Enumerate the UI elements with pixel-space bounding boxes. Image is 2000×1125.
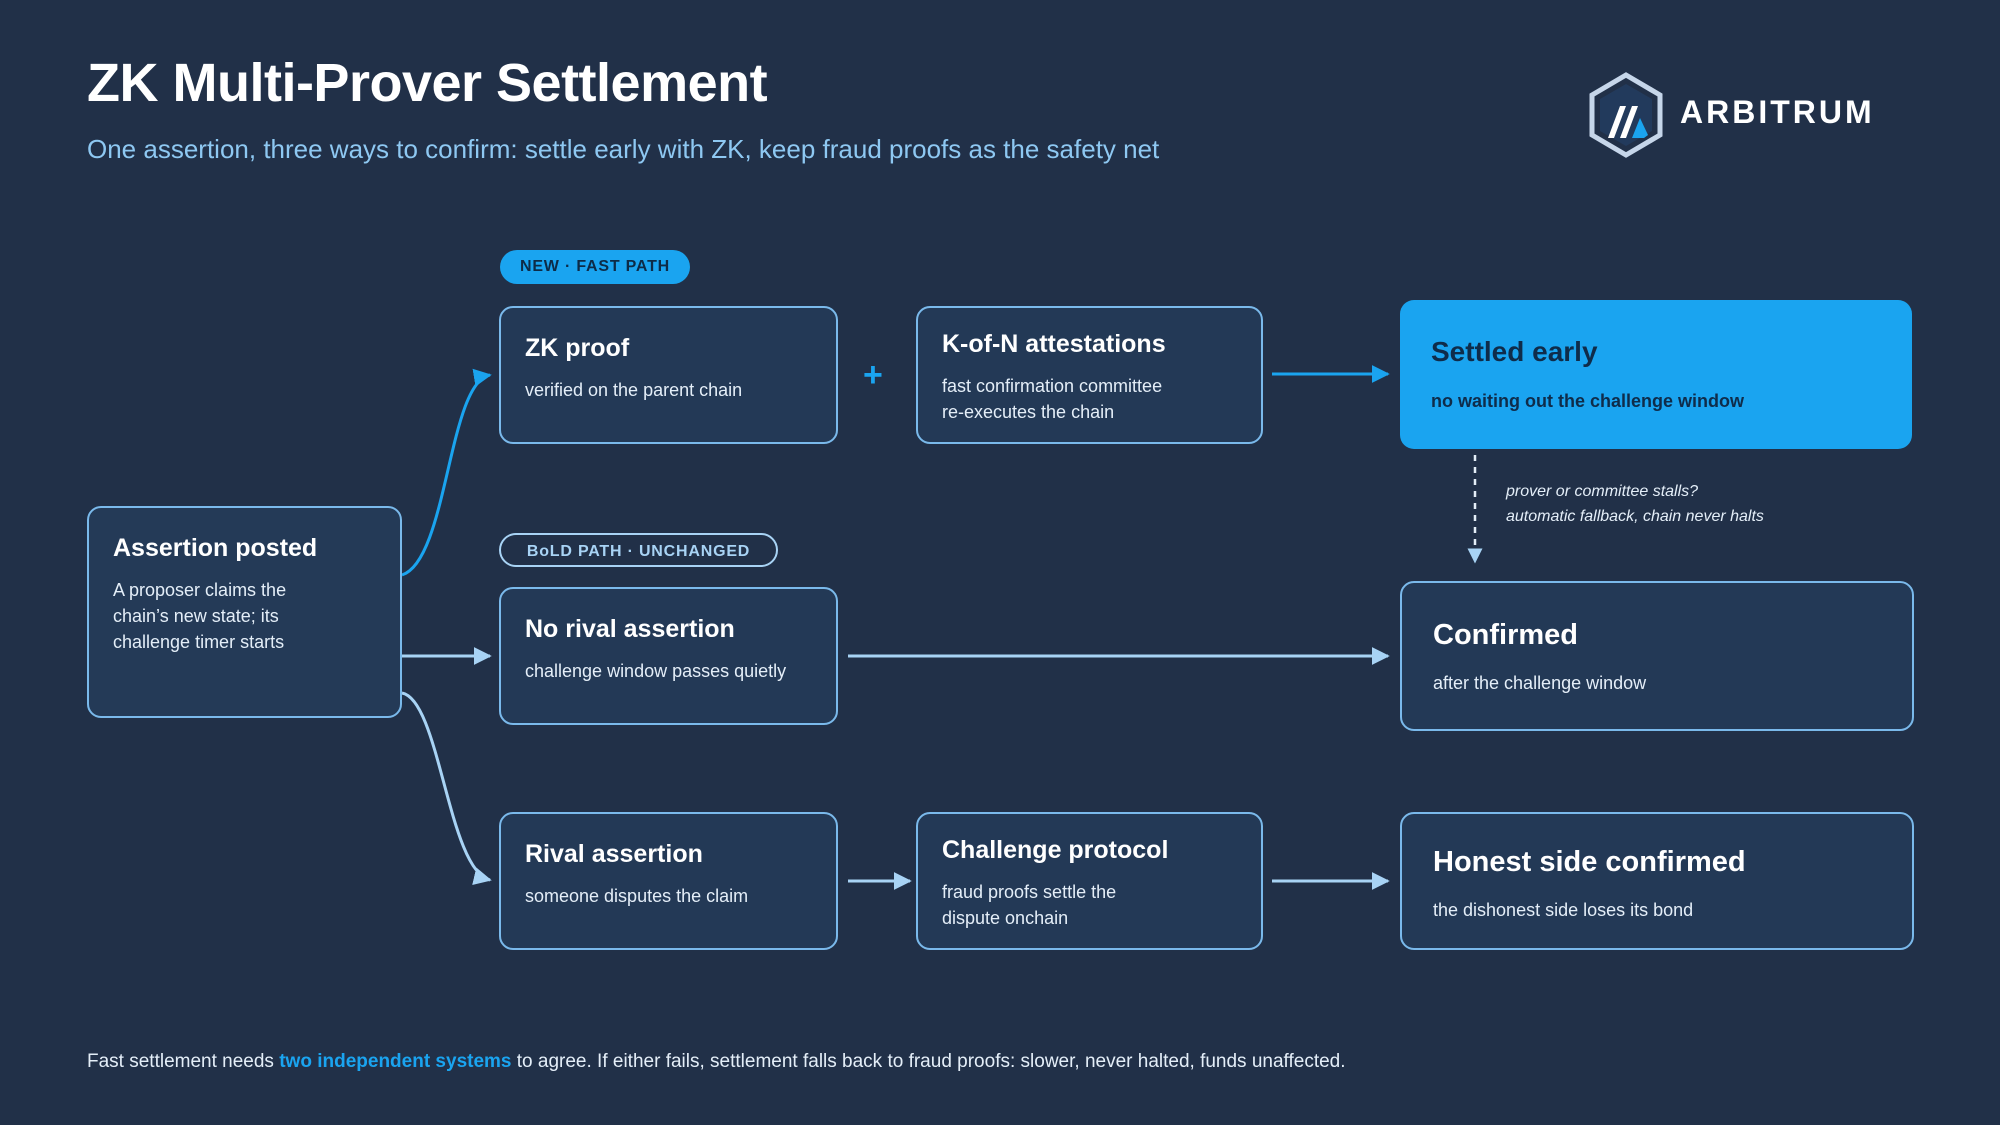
fallback-note: prover or committee stalls? automatic fa… [1506, 479, 1764, 529]
desc-line: someone disputes the claim [525, 886, 749, 906]
desc-line: no waiting out the challenge window [1431, 391, 1744, 411]
node-desc: someone disputes the claim [525, 883, 812, 909]
node-title: K-of-N attestations [942, 330, 1166, 358]
desc-line: chain’s new state; its [113, 606, 279, 626]
desc-line: the dishonest side loses its bond [1433, 900, 1694, 920]
bold-path-badge: BoLD PATH · UNCHANGED [499, 533, 778, 567]
node-desc: fraud proofs settle the dispute onchain [942, 879, 1237, 931]
connector-start-to-rival [401, 691, 492, 885]
arbitrum-logo: ARBITRUM [1588, 70, 1918, 160]
node-desc: the dishonest side loses its bond [1433, 897, 1881, 923]
desc-line: A proposer claims the [113, 580, 287, 600]
node-honest-side-confirmed: Honest side confirmed the dishonest side… [1400, 812, 1914, 950]
footer-text-end: to agree. If either fails, settlement fa… [511, 1051, 1346, 1072]
plus-icon: + [863, 356, 883, 394]
logo-wordmark: ARBITRUM [1680, 94, 1875, 130]
node-title: ZK proof [525, 334, 630, 362]
node-rival-assertion: Rival assertion someone disputes the cla… [499, 812, 838, 950]
node-zk-proof: ZK proof verified on the parent chain [499, 306, 838, 444]
node-desc: challenge window passes quietly [525, 658, 812, 684]
node-title: Challenge protocol [942, 836, 1169, 864]
node-assertion-posted: Assertion posted A proposer claims the c… [87, 506, 402, 718]
node-desc: A proposer claims the chain’s new state;… [113, 577, 376, 655]
node-confirmed: Confirmed after the challenge window [1400, 581, 1914, 731]
desc-line: challenge window passes quietly [525, 661, 787, 681]
node-title: Rival assertion [525, 840, 703, 868]
arbitrum-hexagon-icon [1589, 72, 1663, 158]
node-title: Settled early [1431, 336, 1598, 367]
node-settled-early: Settled early no waiting out the challen… [1400, 300, 1912, 449]
node-desc: after the challenge window [1433, 670, 1881, 696]
node-title: Assertion posted [113, 534, 318, 562]
desc-line: dispute onchain [942, 908, 1069, 928]
page-title: ZK Multi-Prover Settlement [87, 53, 768, 113]
fast-path-badge: NEW · FAST PATH [500, 250, 690, 284]
desc-line: after the challenge window [1433, 673, 1647, 693]
node-title: No rival assertion [525, 615, 735, 643]
footer-text-start: Fast settlement needs [87, 1051, 280, 1072]
desc-line: re-executes the chain [942, 402, 1115, 422]
footer-highlight: two independent systems [279, 1051, 512, 1072]
page-subtitle: One assertion, three ways to confirm: se… [87, 134, 1160, 164]
connector-start-to-zk [401, 368, 492, 577]
node-title: Honest side confirmed [1433, 846, 1746, 878]
desc-line: challenge timer starts [113, 632, 285, 652]
node-kofn-attestations: K-of-N attestations fast confirmation co… [916, 306, 1263, 444]
node-desc: no waiting out the challenge window [1431, 388, 1881, 414]
node-desc: fast confirmation committee re-executes … [942, 373, 1237, 425]
desc-line: fraud proofs settle the [942, 882, 1117, 902]
node-challenge-protocol: Challenge protocol fraud proofs settle t… [916, 812, 1263, 950]
fallback-line: automatic fallback, chain never halts [1506, 508, 1764, 525]
node-desc: verified on the parent chain [525, 377, 812, 403]
node-no-rival-assertion: No rival assertion challenge window pass… [499, 587, 838, 725]
footer-note: Fast settlement needs two independent sy… [87, 1051, 1346, 1073]
desc-line: fast confirmation committee [942, 376, 1163, 396]
fallback-line: prover or committee stalls? [1506, 483, 1699, 500]
desc-line: verified on the parent chain [525, 380, 743, 400]
node-title: Confirmed [1433, 619, 1578, 651]
